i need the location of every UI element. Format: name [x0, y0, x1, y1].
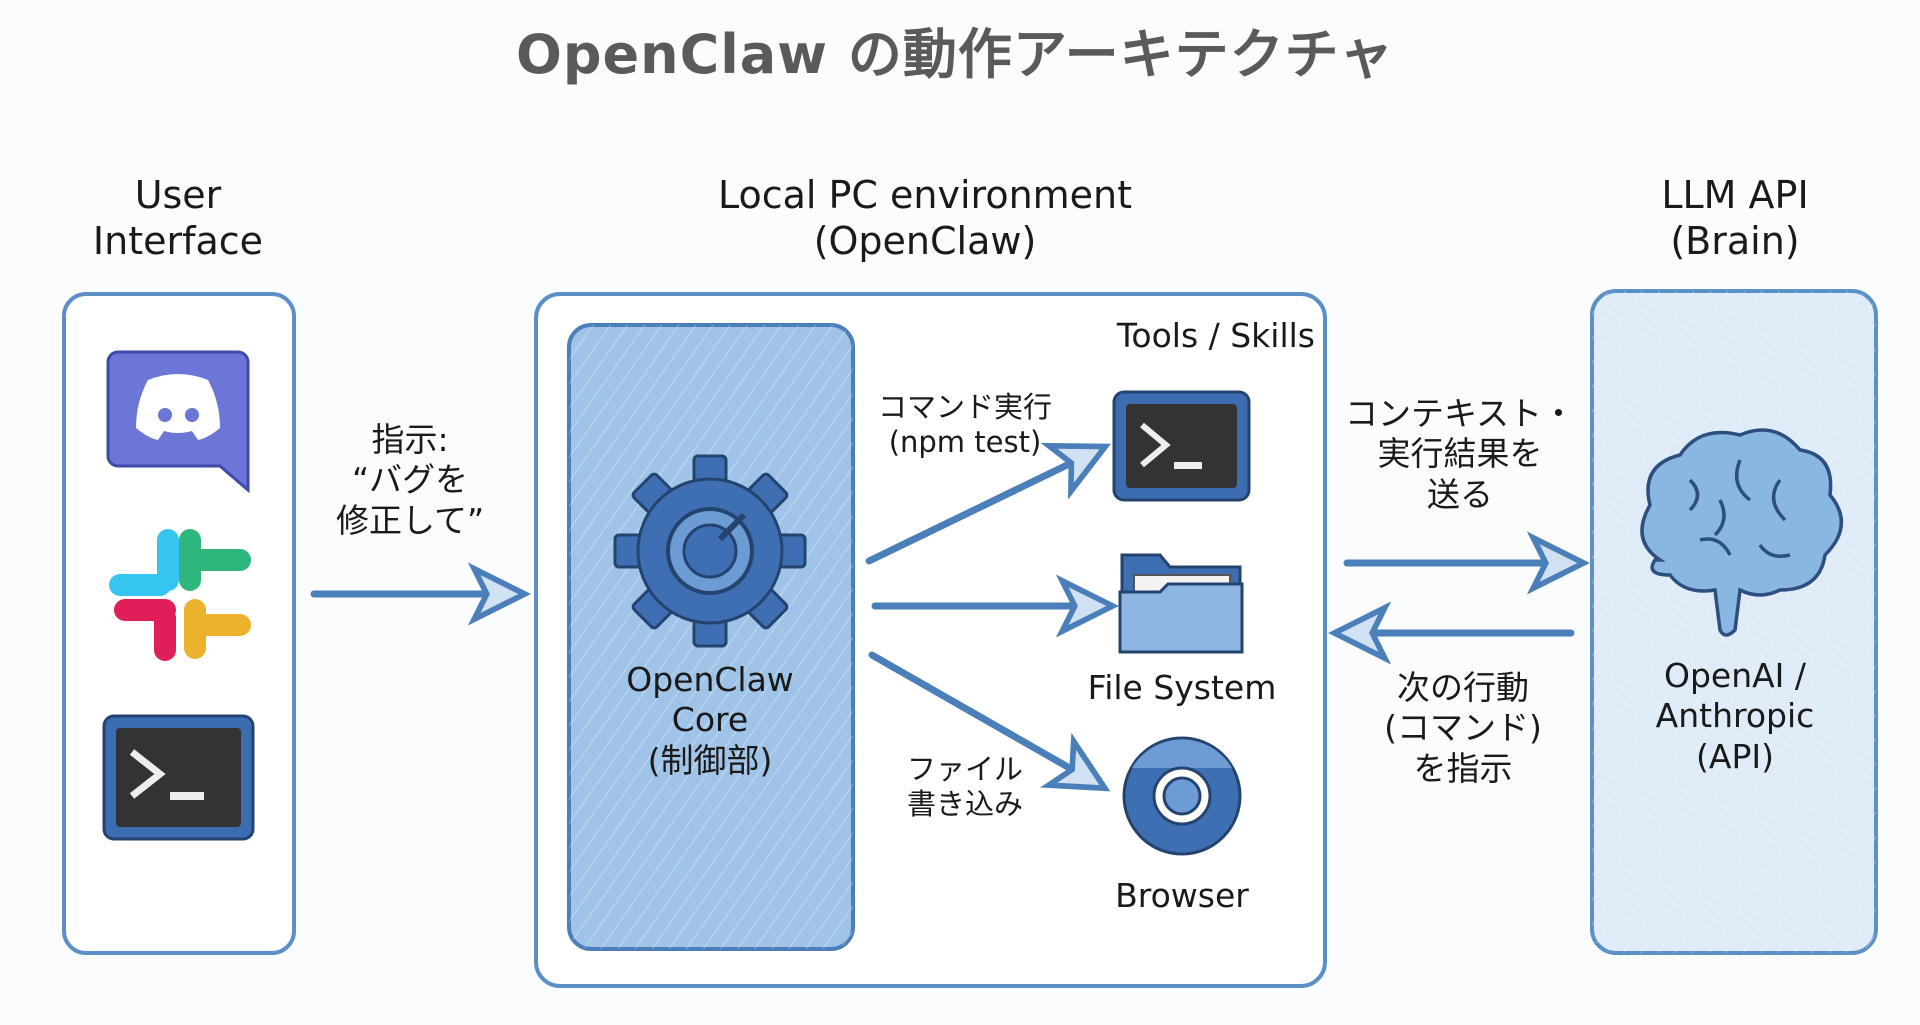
- instruction-label: 指示: “バグを 修正して”: [335, 420, 485, 540]
- llm-provider-label: OpenAI / Anthropic (API): [1655, 656, 1815, 776]
- browser-icon: [1122, 736, 1242, 856]
- gear-icon: [613, 454, 807, 648]
- terminal-icon: [102, 714, 255, 841]
- file-write-arrow: [868, 651, 1111, 792]
- slack-icon: [109, 529, 251, 661]
- discord-icon: [106, 350, 250, 494]
- llm-api-header: LLM API (Brain): [1661, 173, 1809, 264]
- page-title: OpenClaw の動作アーキテクチャ: [515, 23, 1395, 86]
- tools-skills-header: Tools / Skills: [1116, 316, 1315, 355]
- file-write-label: ファイル 書き込み: [906, 752, 1023, 822]
- brain-icon: [1640, 428, 1844, 637]
- next-action-label: 次の行動 (コマンド) を指示: [1384, 668, 1542, 788]
- send-context-label: コンテキスト・ 実行結果を 送る: [1344, 394, 1575, 514]
- file-system-label: File System: [1087, 668, 1277, 707]
- local-pc-header: Local PC environment (OpenClaw): [717, 173, 1133, 264]
- command-exec-label: コマンド実行 (npm test): [877, 390, 1052, 460]
- command-arrow: [865, 442, 1112, 565]
- folder-icon: [1118, 553, 1244, 654]
- openclaw-core-label: OpenClaw Core (制御部): [626, 660, 794, 780]
- tool-terminal-icon: [1112, 390, 1251, 502]
- user-interface-header: User Interface: [92, 173, 264, 264]
- browser-label: Browser: [1115, 876, 1249, 915]
